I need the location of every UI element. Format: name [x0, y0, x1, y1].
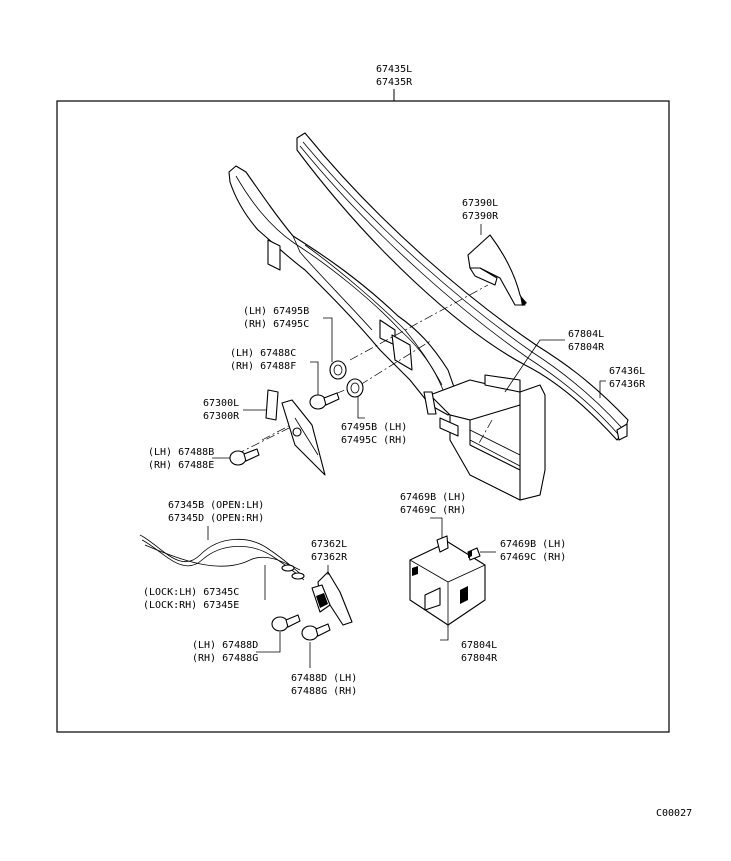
leader-67495-upper [323, 317, 333, 362]
rail-67436 [296, 132, 629, 441]
label-67488d-lh-b: 67488D (LH) [291, 673, 357, 684]
leader-67804-lower [440, 625, 449, 641]
label-67488g-rh-b: 67488G (RH) [291, 686, 357, 697]
label-67804r-lower: 67804R [461, 653, 498, 664]
label-67469b-lh-b: 67469B (LH) [500, 539, 566, 550]
bracket-67390 [467, 234, 527, 306]
leader-67804-upper [504, 339, 565, 393]
label-67345d-open-rh: 67345D (OPEN:RH) [168, 513, 264, 524]
label-67804l-lower: 67804L [461, 640, 497, 651]
align-line-5 [477, 419, 493, 446]
label-67300l: 67300L [203, 398, 239, 409]
label-67488g-rh: (RH) 67488G [192, 653, 258, 664]
label-67804r-upper: 67804R [568, 342, 605, 353]
grommet-67495-lower [346, 378, 364, 398]
leader-67436 [599, 380, 606, 398]
bolt-67488d-a [271, 614, 301, 632]
diagram-code: C00027 [656, 808, 692, 819]
label-67495b-lh: (LH) 67495B [243, 306, 309, 317]
label-67345c-lock-lh: (LOCK:LH) 67345C [143, 587, 239, 598]
label-67469c-rh-b: 67469C (RH) [500, 552, 566, 563]
leader-67488c [310, 361, 319, 395]
grommet-67495-upper [329, 360, 347, 380]
label-67488c-lh: (LH) 67488C [230, 348, 296, 359]
bolt-67488b [229, 448, 260, 466]
bolt-67488c [309, 392, 340, 410]
label-67362r: 67362R [311, 552, 348, 563]
align-line-2 [359, 339, 433, 386]
label-67362l: 67362L [311, 539, 347, 550]
label-67435l: 67435L [376, 64, 412, 75]
clip-67469-a [436, 535, 449, 553]
label-67345b-open-lh: 67345B (OPEN:LH) [168, 500, 264, 511]
frame-67435 [228, 165, 546, 501]
label-67804l-upper: 67804L [568, 329, 604, 340]
clip-67469-b [467, 547, 481, 561]
label-67495c-rh: (RH) 67495C [243, 319, 309, 330]
label-67469b-lh-a: 67469B (LH) [400, 492, 466, 503]
label-67390r: 67390R [462, 211, 499, 222]
label-67300r: 67300R [203, 411, 240, 422]
lock-unit-67362 [311, 571, 353, 626]
label-67390l: 67390L [462, 198, 498, 209]
label-67488f-rh: (RH) 67488F [230, 361, 296, 372]
label-67345e-lock-rh: (LOCK:RH) 67345E [143, 600, 239, 611]
label-67488d-lh: (LH) 67488D [192, 640, 258, 651]
label-67488b-lh: (LH) 67488B [148, 447, 214, 458]
leader-67488d-a [256, 632, 281, 653]
bracket-67300 [265, 389, 326, 476]
label-67469c-rh-a: 67469C (RH) [400, 505, 466, 516]
label-67435r: 67435R [376, 77, 413, 88]
bolt-67488d-b [301, 623, 331, 641]
cover-67804-lower [409, 541, 486, 626]
leader-67469a [430, 517, 443, 538]
cable-67345 [139, 534, 305, 581]
label-67436l: 67436L [609, 366, 645, 377]
leader-67495-lower [357, 397, 365, 419]
diagram-frame [56, 100, 670, 733]
label-67495b-lh-lower: 67495B (LH) [341, 422, 407, 433]
label-67488e-rh: (RH) 67488E [148, 460, 214, 471]
label-67495c-rh-lower: 67495C (RH) [341, 435, 407, 446]
label-67436r: 67436R [609, 379, 646, 390]
